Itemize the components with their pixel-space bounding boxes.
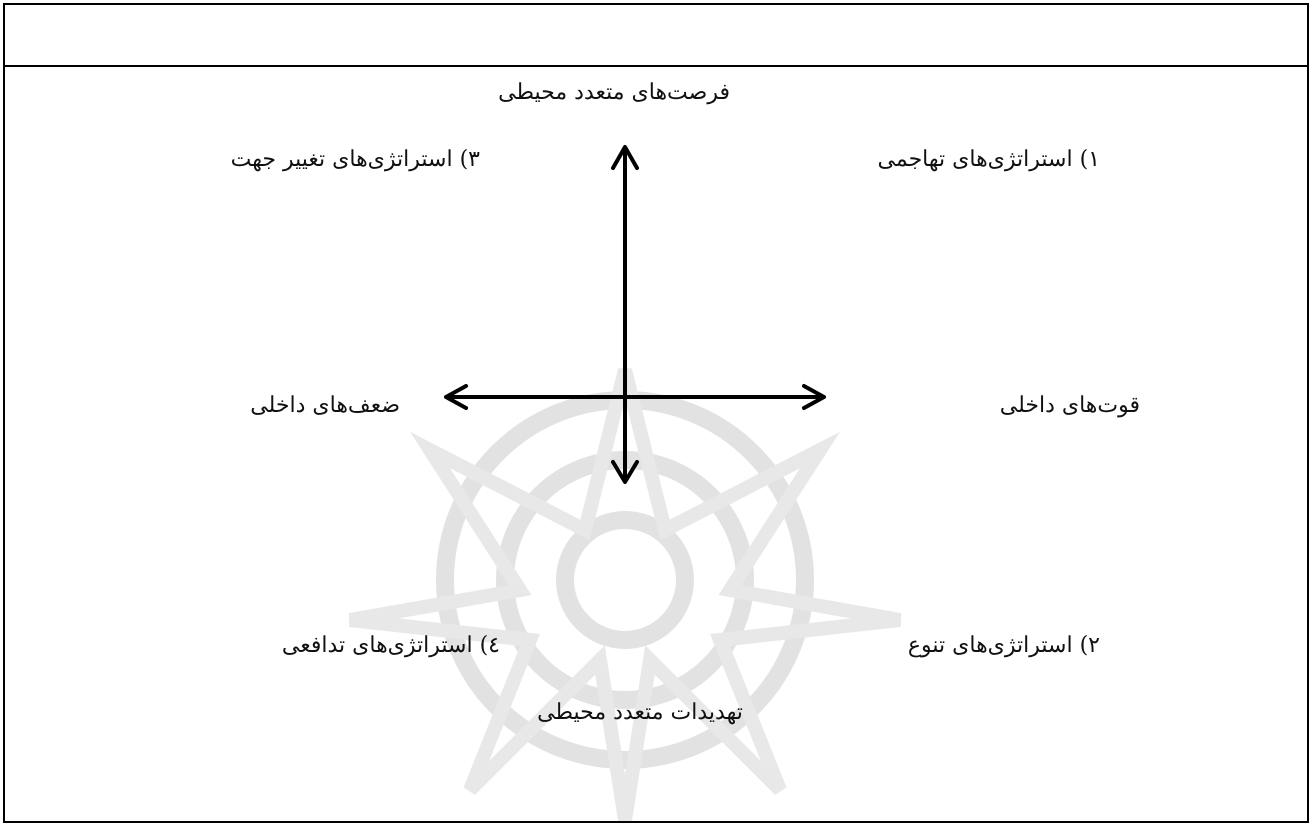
arrow-right-icon (802, 384, 826, 410)
opportunities-label: فرصت‌های متعدد محیطی (498, 80, 730, 105)
quadrant-turnaround-strategies: ۳) استراتژی‌های تغییر جهت (230, 147, 480, 172)
strengths-label: قوت‌های داخلی (999, 393, 1140, 418)
arrow-left-icon (444, 384, 468, 410)
axes-graphic (444, 145, 826, 484)
arrow-up-icon (611, 145, 639, 170)
weaknesses-label: ضعف‌های داخلی (250, 393, 400, 418)
quadrant-offensive-strategies: ۱) استراتژی‌های تهاجمی (877, 147, 1100, 172)
threats-label: تهدیدات متعدد محیطی (537, 700, 743, 725)
quadrant-defensive-strategies: ٤) استراتژی‌های تدافعی (281, 633, 500, 658)
header-bar (5, 5, 1307, 67)
arrow-down-icon (611, 460, 639, 484)
quadrant-diversification-strategies: ۲) استراتژی‌های تنوع (907, 633, 1100, 658)
